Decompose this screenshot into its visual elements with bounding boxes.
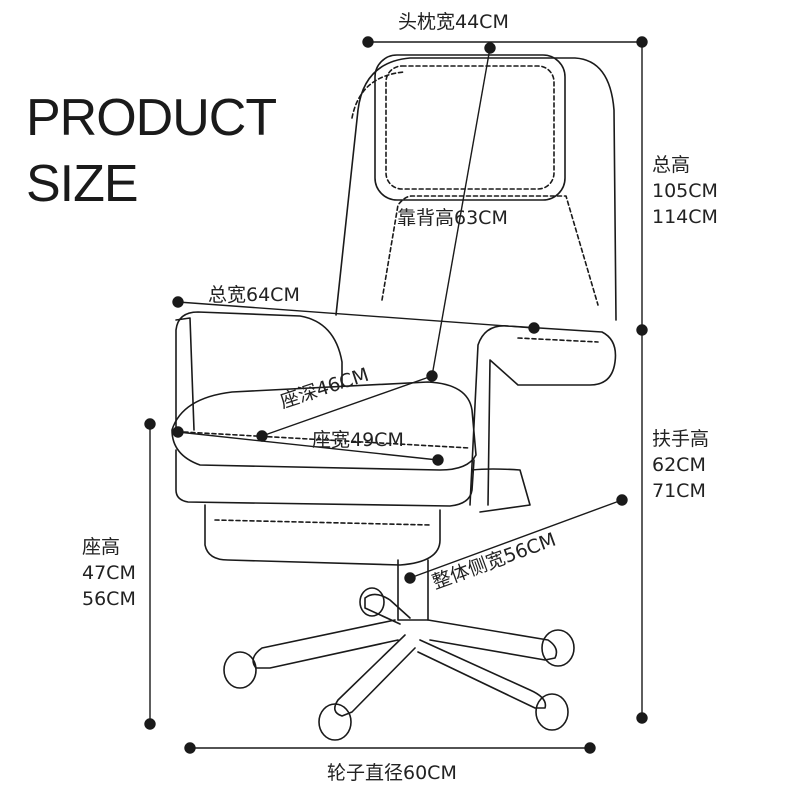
seat-height-label: 座高: [82, 536, 121, 558]
seat-height-line: [144, 418, 156, 730]
left-armrest-front: [175, 317, 195, 431]
gas-cylinder: [397, 559, 429, 621]
overall-width-line: [172, 296, 540, 334]
star-base: [252, 593, 558, 717]
total-height-value-2: 114CM: [652, 206, 718, 228]
total-height-label: 总高: [652, 154, 691, 176]
seat-width-line: [172, 426, 444, 466]
headrest-width-label: 头枕宽44CM: [398, 11, 509, 33]
seat-height-value-1: 47CM: [82, 562, 136, 584]
seat-depth-line: [256, 375, 433, 442]
backrest-height-label: 靠背高63CM: [397, 207, 508, 229]
backrest-inner: [381, 195, 599, 306]
seat-side: [471, 468, 531, 513]
backrest-outline: [335, 57, 617, 321]
armrest-height-label: 扶手高: [652, 428, 710, 450]
armrest-height-line: [636, 330, 648, 724]
seat-height-group: 座高 47CM 56CM: [82, 534, 136, 612]
total-height-line: [636, 42, 648, 336]
headrest-width-line: [362, 36, 648, 48]
armrest-height-group: 扶手高 62CM 71CM: [652, 426, 709, 504]
seat-stitch: [183, 431, 471, 449]
right-armrest-stitch: [517, 337, 599, 343]
heading-size: SIZE: [26, 155, 139, 213]
casters: [223, 587, 575, 741]
right-armrest: [469, 325, 617, 506]
headrest-stitch: [385, 65, 555, 190]
left-armrest: [175, 311, 343, 435]
footrest: [204, 504, 441, 566]
heading-product: PRODUCT: [26, 89, 277, 147]
wheelbase-line: [184, 742, 596, 754]
seat-base: [175, 449, 475, 507]
footrest-stitch: [214, 519, 431, 526]
side-width-line: [404, 494, 628, 584]
headrest-pillow: [374, 54, 566, 201]
seat-width-label: 座宽49CM: [312, 429, 404, 451]
seat-cushion: [171, 381, 477, 471]
total-height-group: 总高 105CM 114CM: [652, 152, 718, 230]
total-height-value-1: 105CM: [652, 180, 718, 202]
seat-height-value-2: 56CM: [82, 588, 136, 610]
overall-width-label: 总宽64CM: [208, 284, 300, 306]
armrest-height-value-1: 62CM: [652, 454, 706, 476]
wheelbase-label: 轮子直径60CM: [327, 762, 457, 784]
backrest-stitch: [351, 71, 405, 119]
armrest-height-value-2: 71CM: [652, 480, 706, 502]
